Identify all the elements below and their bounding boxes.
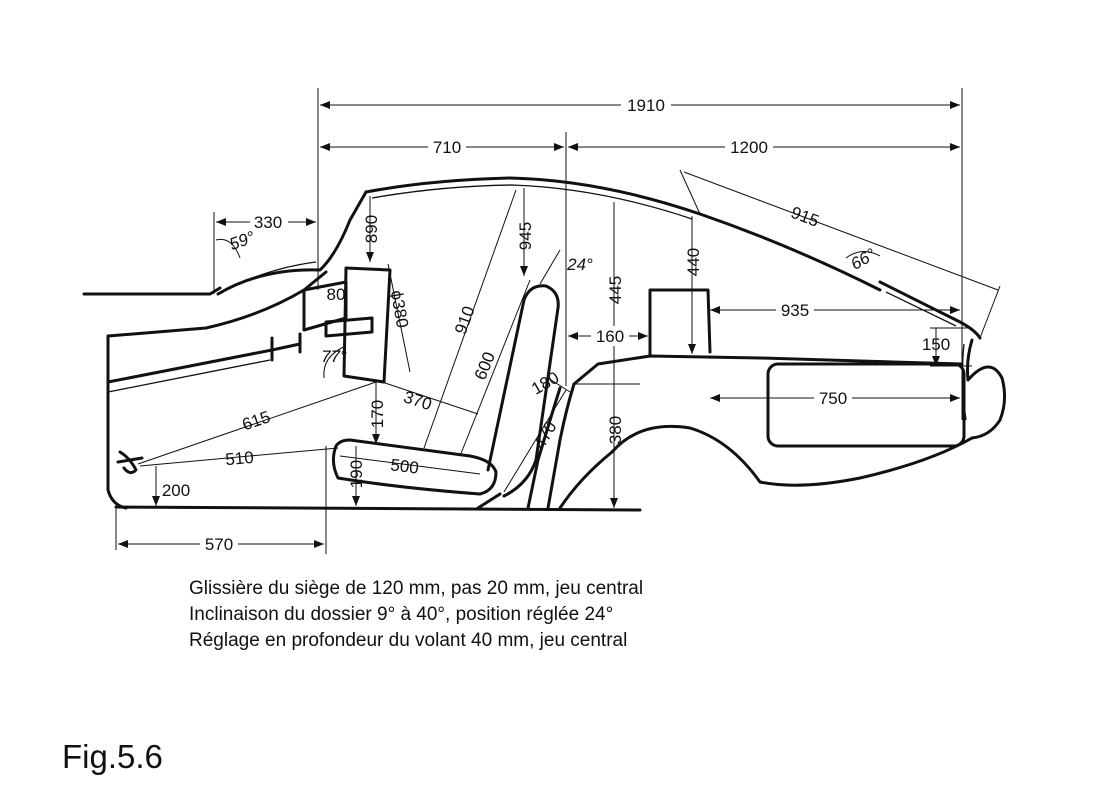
dim-line-380-wheel bbox=[387, 263, 411, 373]
ext-seat-back-angle bbox=[539, 249, 561, 285]
roof-inner bbox=[371, 184, 693, 220]
dim-750: 750 bbox=[819, 389, 847, 408]
dim-line-370 bbox=[381, 381, 479, 415]
dim-440: 440 bbox=[684, 248, 703, 276]
windshield-inner bbox=[229, 261, 317, 289]
angle-66: 66° bbox=[847, 244, 879, 273]
dim-line-470 bbox=[503, 389, 567, 493]
dim-915: 915 bbox=[788, 203, 821, 231]
dim-710: 710 bbox=[433, 138, 461, 157]
angle-24: 24° bbox=[566, 255, 593, 274]
dim-570: 570 bbox=[205, 535, 233, 554]
steering-column bbox=[270, 332, 302, 362]
dim-615: 615 bbox=[240, 407, 273, 434]
figure-caption: Glissière du siège de 120 mm, pas 20 mm,… bbox=[189, 576, 643, 654]
figure-label: Fig.5.6 bbox=[62, 738, 163, 775]
tail bbox=[966, 338, 1007, 440]
dim-160: 160 bbox=[596, 327, 624, 346]
caption-line-2: Inclinaison du dossier 9° à 40°, positio… bbox=[189, 604, 614, 625]
steering-wheel-rim bbox=[342, 266, 392, 384]
dim-330: 330 bbox=[254, 213, 282, 232]
pedal bbox=[116, 450, 144, 475]
driver-seat bbox=[331, 284, 560, 510]
roof-line bbox=[364, 176, 702, 216]
dim-190: 190 bbox=[347, 460, 366, 488]
dim-line-600 bbox=[459, 279, 531, 457]
seat-cushion bbox=[331, 438, 498, 496]
dim-line-615 bbox=[137, 381, 377, 465]
angle-arc-59 bbox=[215, 238, 241, 259]
dim-80: 80 bbox=[327, 285, 346, 304]
dim-150: 150 bbox=[922, 335, 950, 354]
dim-935: 935 bbox=[781, 301, 809, 320]
rear-seat-block bbox=[648, 288, 712, 358]
dim-370: 370 bbox=[401, 387, 434, 414]
floor-line bbox=[114, 505, 642, 512]
dim-470: 470 bbox=[530, 418, 561, 452]
rear-deck bbox=[878, 280, 982, 340]
dim-1910: 1910 bbox=[627, 96, 665, 115]
rear-floor bbox=[572, 354, 964, 386]
dim-200: 200 bbox=[162, 481, 190, 500]
b-pillar bbox=[546, 382, 576, 510]
angle-arc-66 bbox=[845, 251, 881, 259]
hood-line bbox=[82, 286, 222, 296]
steering-wheel bbox=[324, 266, 392, 384]
dim-445: 445 bbox=[606, 276, 625, 304]
dash-lower-inner bbox=[107, 359, 271, 393]
ext-rear-window bbox=[679, 169, 701, 215]
dim-380-rear: 380 bbox=[606, 416, 625, 444]
seat-rail bbox=[476, 492, 502, 510]
car-body-outline bbox=[82, 176, 1007, 512]
dim-510: 510 bbox=[225, 448, 255, 469]
ext-rear-window-2 bbox=[979, 285, 1001, 339]
dim-line-910 bbox=[423, 189, 517, 449]
caption-line-1: Glissière du siège de 120 mm, pas 20 mm,… bbox=[189, 578, 644, 599]
front-bulkhead bbox=[106, 334, 128, 510]
dim-380-wheel: ϕ380 bbox=[387, 289, 412, 330]
rear-deck-inner bbox=[885, 291, 957, 327]
dim-910: 910 bbox=[451, 304, 479, 337]
dim-170: 170 bbox=[368, 400, 387, 428]
steering-wheel-hub bbox=[324, 316, 374, 338]
seat-back bbox=[486, 284, 560, 498]
dim-890: 890 bbox=[362, 215, 381, 243]
rear-window-line bbox=[698, 212, 882, 292]
extension-lines bbox=[115, 88, 1001, 554]
dim-line-180 bbox=[547, 377, 571, 393]
dim-945: 945 bbox=[516, 222, 535, 250]
dim-500: 500 bbox=[389, 455, 419, 477]
dim-line-510 bbox=[139, 447, 339, 467]
dim-line-915 bbox=[683, 171, 999, 291]
dimension-lines bbox=[118, 101, 999, 548]
dim-line-500 bbox=[339, 455, 481, 475]
dim-600: 600 bbox=[471, 349, 499, 382]
caption-line-3: Réglage en profondeur du volant 40 mm, j… bbox=[189, 630, 628, 651]
dash-panel bbox=[106, 270, 328, 338]
angle-77: 77° bbox=[321, 347, 347, 366]
underbody-rear bbox=[558, 424, 974, 510]
angle-arc-77 bbox=[323, 345, 347, 379]
arrowheads bbox=[118, 101, 960, 548]
trunk-box bbox=[766, 362, 966, 448]
b-pillar-inner bbox=[526, 386, 562, 510]
pedal-shape bbox=[116, 450, 144, 475]
dim-1200: 1200 bbox=[730, 138, 768, 157]
